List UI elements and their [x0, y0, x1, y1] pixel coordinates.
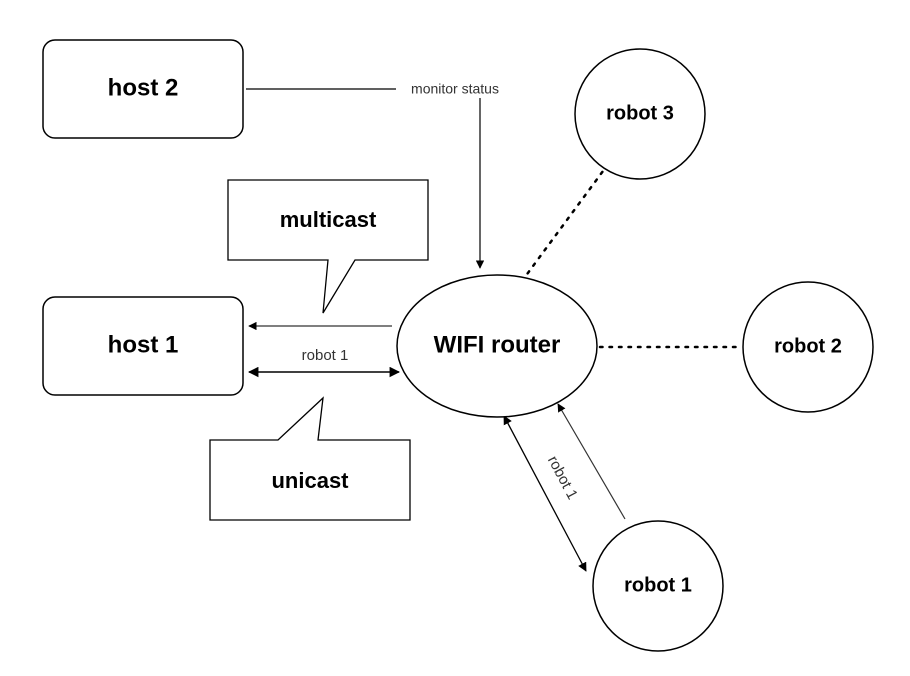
robot-1-label: robot 1 [624, 574, 692, 596]
unicast-label: unicast [271, 468, 349, 493]
router-robot-1-bidirectional-edge [503, 415, 587, 572]
monitor-status-tag: monitor status [396, 80, 514, 98]
robot-1-to-router-edge [557, 403, 626, 520]
monitor-status-label: monitor status [411, 81, 499, 97]
robot-2-label: robot 2 [774, 335, 842, 357]
wifi-router-node: WIFI router [396, 274, 598, 418]
host-2-node: host 2 [42, 39, 244, 139]
wifi-router-label: WIFI router [434, 331, 561, 358]
host-1-node: host 1 [42, 296, 244, 396]
unicast-callout: unicast [209, 396, 411, 521]
robot-1-node: robot 1 [592, 520, 724, 652]
robot-2-node: robot 2 [742, 281, 874, 413]
robot-3-node: robot 3 [574, 48, 706, 180]
host-1-label: host 1 [108, 331, 179, 358]
robot-3-label: robot 3 [606, 102, 674, 124]
multicast-label: multicast [280, 207, 377, 232]
host-2-label: host 2 [108, 74, 179, 101]
multicast-callout: multicast [227, 179, 429, 314]
host-1-robot-1-label: robot 1 [302, 347, 349, 364]
router-robot-1-label: robot 1 [544, 453, 581, 502]
router-robot-3-link [520, 165, 608, 283]
